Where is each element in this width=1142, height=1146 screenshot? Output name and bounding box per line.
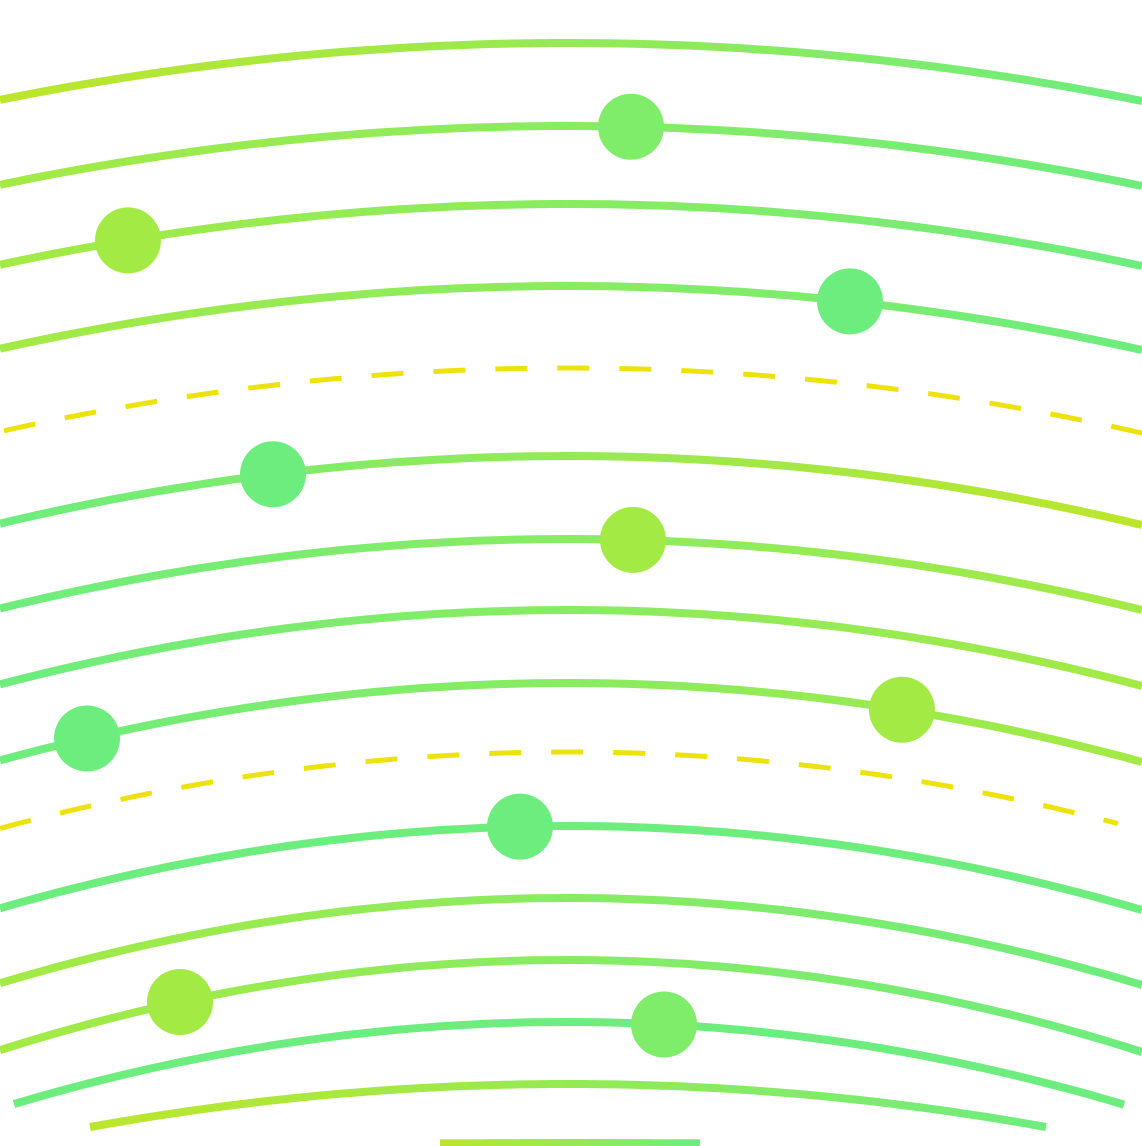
arc-node-dot (95, 207, 161, 274)
dot-layer (54, 93, 935, 1058)
dashed-arc-line (3, 365, 1142, 436)
arc-node-dot (869, 676, 935, 743)
arc-node-dot (631, 991, 697, 1058)
arc-line (89, 1080, 1047, 1131)
arc-node-dot (54, 705, 120, 772)
arc-node-dot (487, 793, 553, 860)
arc-line (0, 821, 1142, 914)
arc-line (0, 200, 1142, 270)
dashed-arc-line (0, 749, 1119, 831)
arc-line (0, 605, 1142, 690)
arc-line (0, 39, 1142, 105)
arc-line (12, 1017, 1126, 1109)
arc-node-dot (598, 93, 664, 160)
arc-node-dot (147, 969, 213, 1035)
arc-line (0, 893, 1142, 989)
arc-line (0, 451, 1142, 529)
arc-line (0, 122, 1142, 190)
arc-line (0, 282, 1142, 354)
arc-node-dot (817, 268, 883, 335)
arc-line (0, 534, 1142, 614)
arc-line (0, 678, 1142, 766)
arc-node-dot (240, 441, 306, 508)
arc-layer (0, 39, 1142, 1146)
arc-node-dot (600, 506, 666, 573)
